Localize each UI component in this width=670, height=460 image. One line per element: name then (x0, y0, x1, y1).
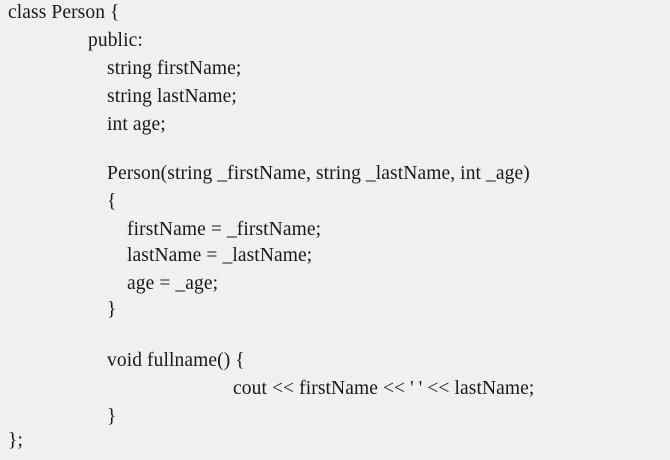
code-line: }; (8, 430, 23, 451)
code-line: Person(string _firstName, string _lastNa… (107, 163, 530, 184)
code-line: } (107, 406, 117, 427)
code-line: int age; (107, 114, 166, 135)
code-line: string lastName; (107, 86, 237, 107)
code-line: string firstName; (107, 58, 242, 79)
code-line: void fullname() { (107, 350, 245, 371)
code-line: } (107, 299, 117, 320)
code-line: public: (88, 30, 143, 51)
code-line: lastName = _lastName; (127, 245, 313, 266)
code-line: { (107, 191, 117, 212)
code-line: class Person { (8, 2, 120, 23)
code-line: cout << firstName << ' ' << lastName; (233, 378, 535, 399)
code-line: firstName = _firstName; (127, 219, 322, 240)
code-line: age = _age; (127, 273, 219, 294)
